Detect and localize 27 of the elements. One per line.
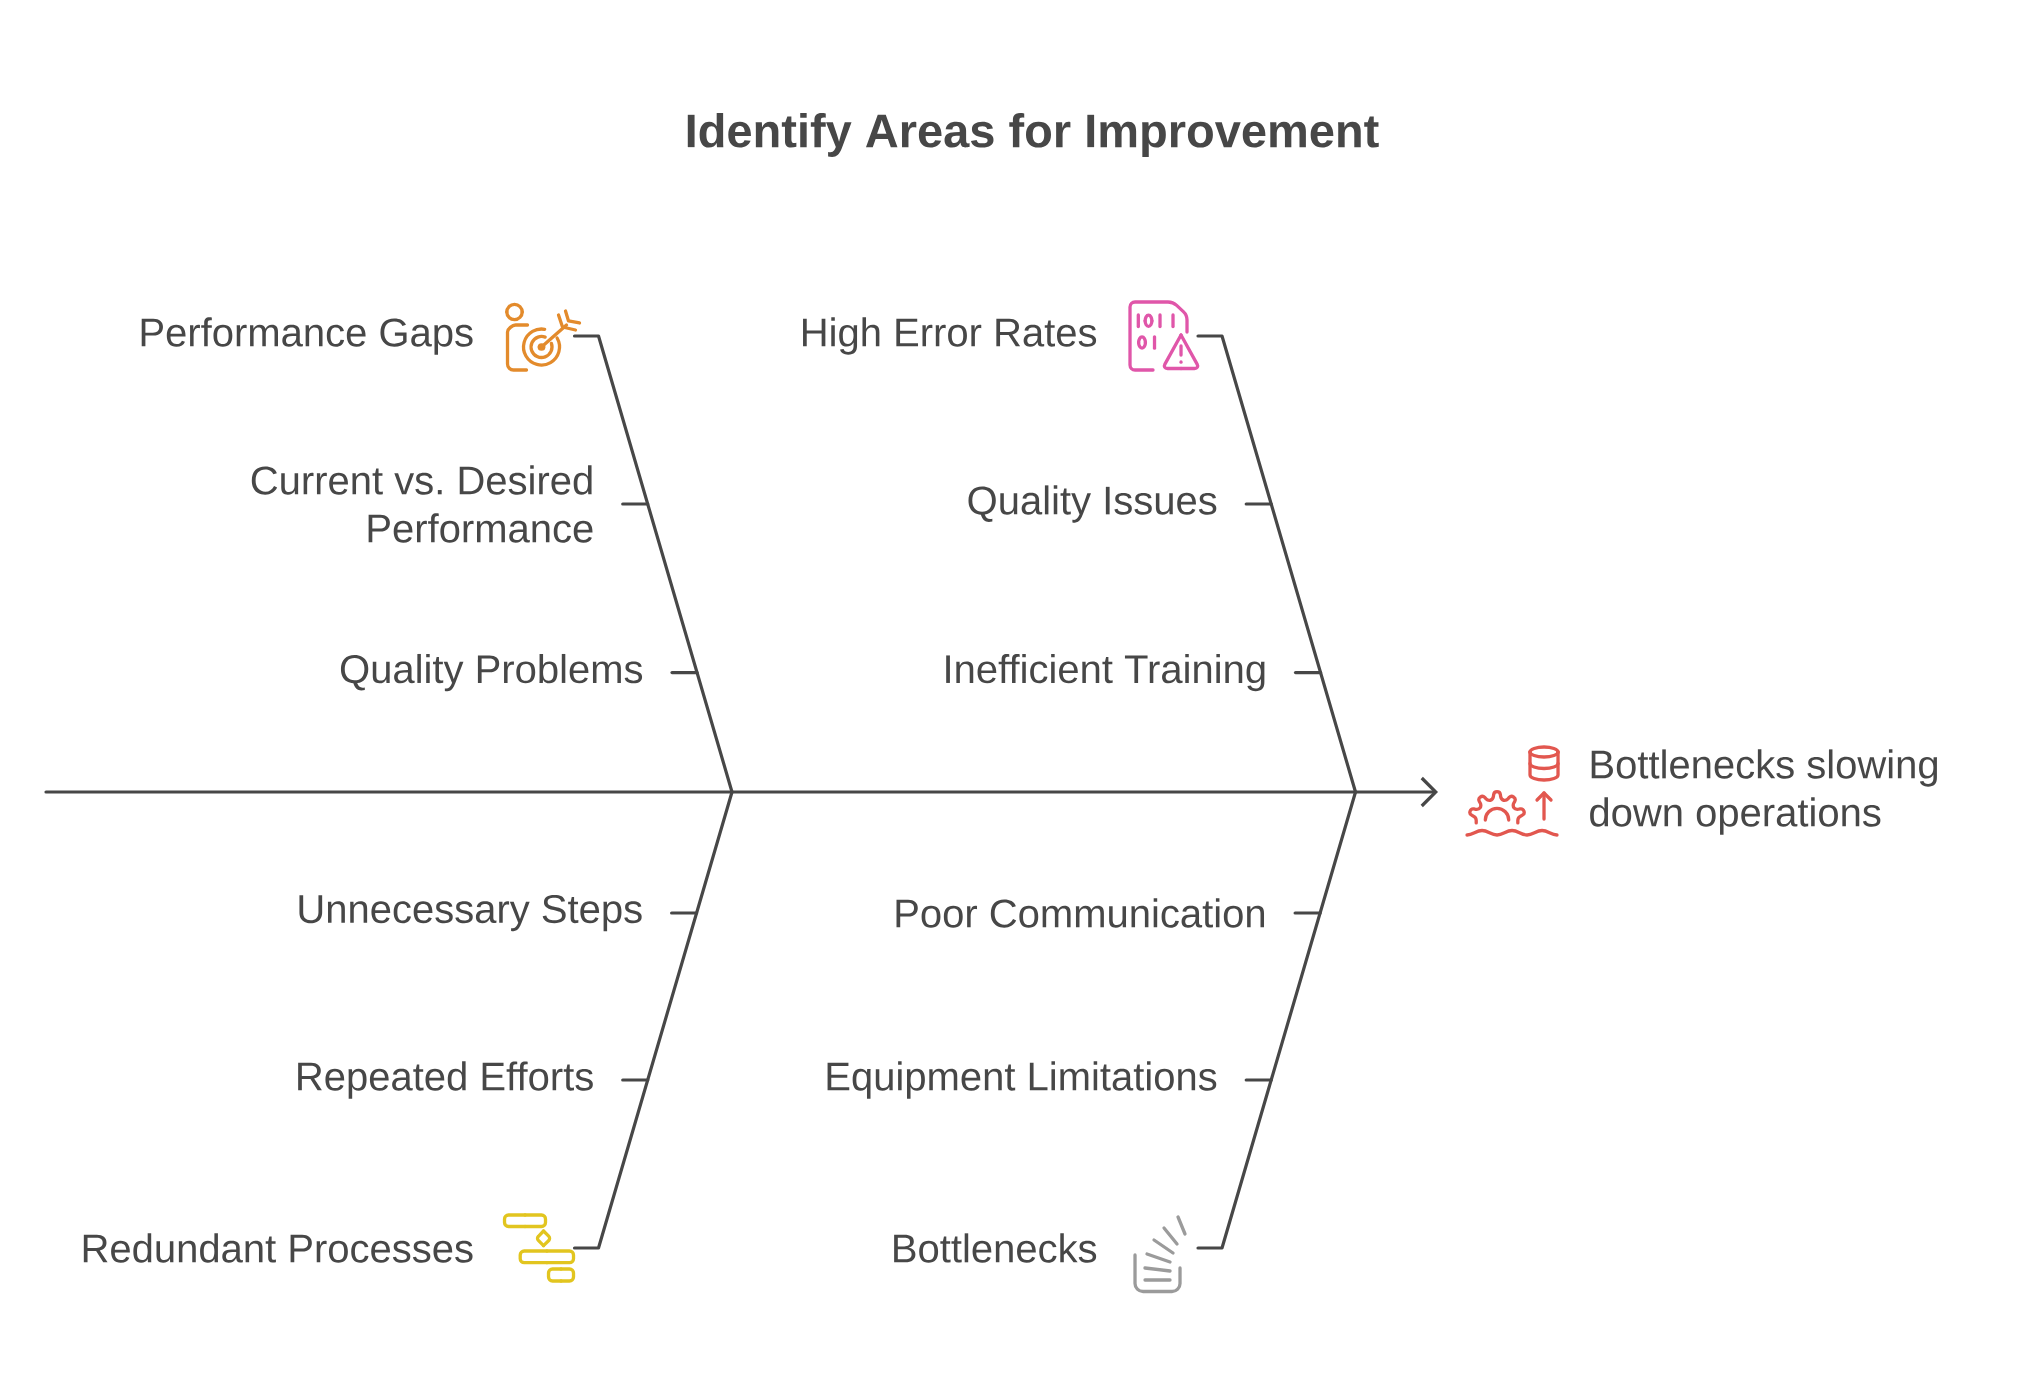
bone-line	[572, 790, 734, 1250]
bone-line	[572, 334, 734, 794]
cause-label: Equipment Limitations	[827, 1061, 1217, 1099]
tick-line	[670, 671, 699, 675]
tick-line	[621, 1078, 650, 1082]
tick-line	[1244, 1078, 1273, 1082]
category-label: Performance Gaps	[141, 317, 473, 355]
category-label: Redundant Processes	[83, 1233, 473, 1263]
title: Identify Areas for Improvement	[687, 113, 1379, 157]
bone-line	[1196, 790, 1358, 1250]
cause-label: Current vs. Desired Performance	[251, 465, 593, 543]
tick-line	[1293, 911, 1322, 915]
cause-label: Quality Problems	[340, 653, 643, 692]
tick-line	[670, 911, 699, 915]
cause-label: Repeated Efforts	[298, 1061, 593, 1099]
bone-line	[1196, 334, 1358, 794]
category-label: High Error Rates	[803, 317, 1097, 355]
spine-arrow	[44, 776, 1438, 808]
tick-line	[621, 502, 650, 506]
tick-line	[1293, 671, 1323, 675]
cause-label: Unnecessary Steps	[299, 894, 642, 932]
cause-label: Quality Issues	[968, 485, 1217, 523]
category-label: Bottlenecks	[894, 1233, 1097, 1263]
cause-label: Poor Communication	[896, 898, 1264, 928]
cause-label: Inefficient Training	[946, 653, 1265, 692]
effect-label: Bottlenecks slowing down operations	[1590, 749, 1938, 835]
tick-line	[1244, 502, 1273, 506]
